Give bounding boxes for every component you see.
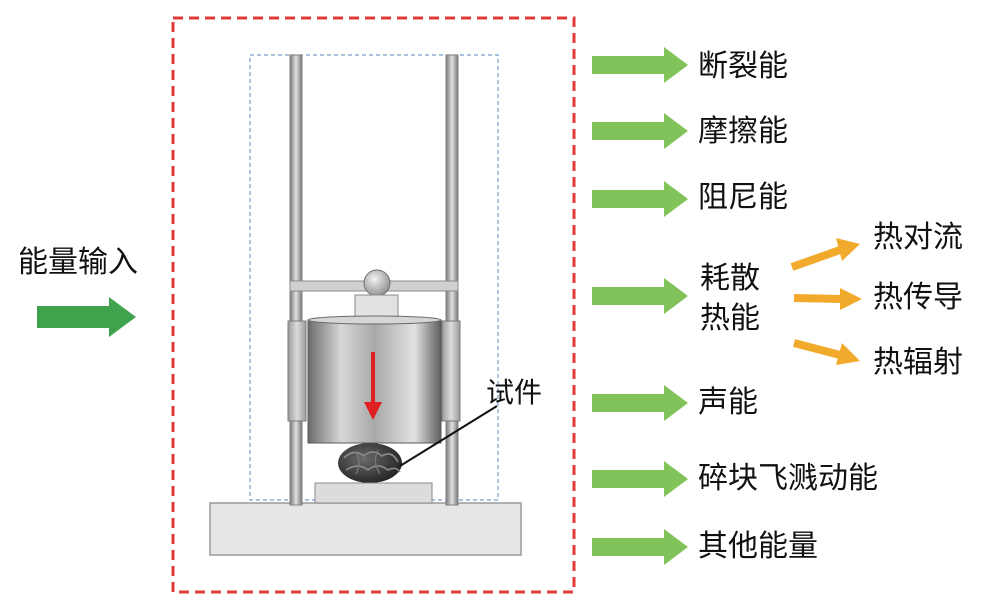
heat-arrow-icon-2 [793,288,862,310]
heat-label-3: 热辐射 [873,345,963,380]
hammer-top [307,315,442,325]
anvil [314,482,433,504]
heat-label-2: 热传导 [873,280,963,315]
left-guide-sleeve [287,320,307,422]
output-label-4-line2: 热能 [700,301,760,336]
output-label-3: 阻尼能 [698,180,788,215]
output-arrow-icon-3 [592,181,688,217]
output-label-4-line1: 耗散 [700,261,760,296]
output-arrow-icon-1 [592,47,688,83]
right-guide-sleeve [441,320,461,422]
input-label: 能量输入 [18,245,138,280]
output-arrow-icon-4 [592,278,688,314]
machine-base [209,502,522,556]
drop-direction-arrowhead [364,402,382,420]
system-boundary [171,16,576,594]
left-column [289,54,303,506]
frame-outline [249,54,499,501]
heat-arrow-icon-1 [790,238,860,271]
input-arrow-icon [37,297,136,337]
output-arrow-icon-7 [592,529,688,565]
heat-arrow-icon-3 [792,339,860,365]
output-label-1: 断裂能 [698,49,788,84]
release-ball [363,269,391,297]
output-label-5: 声能 [698,385,758,420]
specimen-rock [338,443,402,483]
output-arrow-icon-2 [592,113,688,149]
output-arrow-icon-5 [592,385,688,421]
heat-label-1: 热对流 [873,220,963,255]
specimen-label: 试件 [486,376,543,409]
output-label-7: 其他能量 [698,529,818,564]
output-label-2: 摩擦能 [698,114,788,149]
specimen-leader-line [399,405,498,467]
output-arrow-icon-6 [592,461,688,497]
output-label-6: 碎块飞溅动能 [698,461,878,496]
